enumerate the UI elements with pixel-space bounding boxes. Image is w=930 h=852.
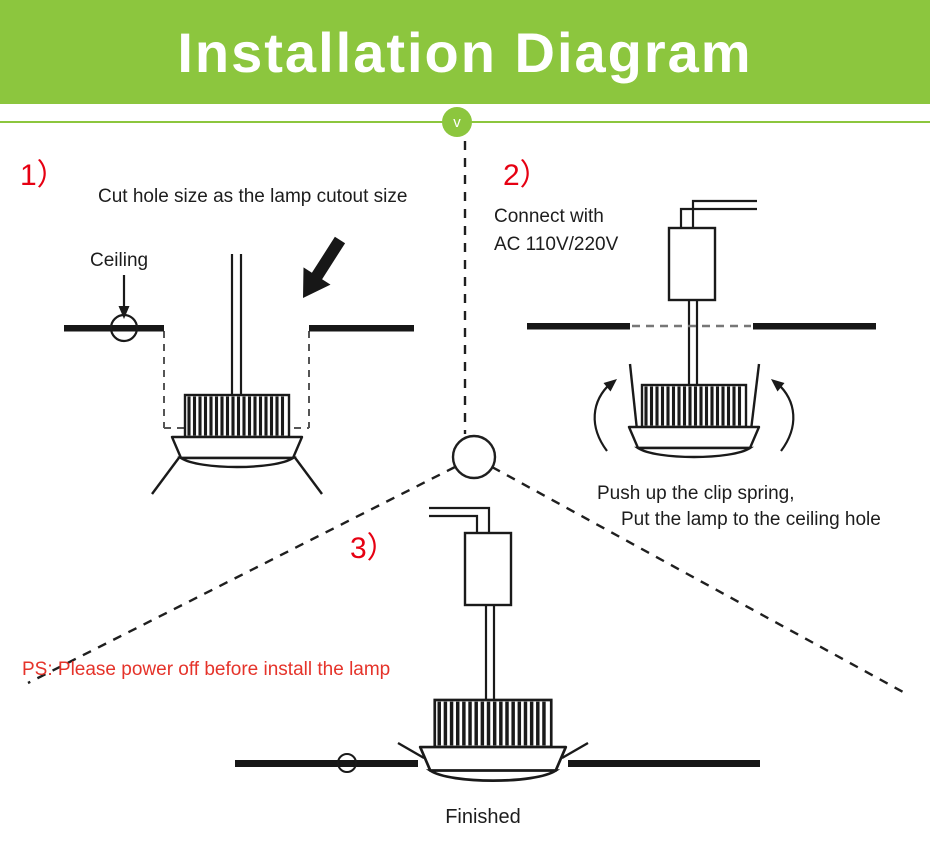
step1-number: 1）	[20, 159, 67, 192]
cut-direction-arrow-icon	[303, 236, 346, 298]
step2-instruction-line1: Push up the clip spring,	[597, 483, 795, 504]
finished-label: Finished	[445, 806, 521, 828]
separator-left-dashed	[27, 465, 456, 685]
header-banner: Installation Diagram	[0, 0, 930, 104]
step1-ceiling-left	[64, 325, 164, 332]
junction-circle	[451, 434, 497, 480]
step1-ceiling-right	[309, 325, 414, 332]
step3-ac-wires	[429, 506, 491, 533]
ceiling-label: Ceiling	[90, 250, 149, 271]
step2-rotate-arrow-right-icon	[771, 379, 795, 452]
panel-separators	[27, 141, 904, 694]
page-title: Installation Diagram	[177, 20, 753, 84]
step2-caption-line2: AC 110V/220V	[494, 234, 619, 255]
step2-clip-springs	[628, 363, 761, 431]
step2-lamp-icon	[627, 383, 761, 459]
step1-power-wires	[230, 254, 243, 396]
power-off-warning: PS: Please power off before install the …	[22, 659, 391, 680]
step3-lamp-icon	[418, 698, 568, 783]
step3-ceiling-left	[235, 760, 418, 767]
step2-caption-line1: Connect with	[494, 206, 604, 227]
step2-rotate-arrow-left-icon	[593, 379, 617, 452]
step2-number: 2）	[503, 159, 550, 192]
step1-caption: Cut hole size as the lamp cutout size	[98, 186, 408, 207]
step3-clip-springs	[397, 741, 589, 760]
step2-caption: Connect with AC 110V/220V	[494, 203, 618, 259]
step3-driver-box	[463, 531, 513, 607]
divider-marker-label: v	[453, 113, 461, 131]
step2-down-wires	[687, 300, 699, 386]
step2-ceiling-left	[527, 323, 630, 330]
step3-ceiling-right	[568, 760, 760, 767]
step1-lamp-icon	[170, 393, 304, 469]
step2-ac-wires	[679, 199, 757, 228]
ceiling-pointer-arrow-icon	[118, 275, 130, 319]
step3-screw-hole-circle	[337, 753, 357, 773]
step1-clip-springs	[151, 454, 323, 495]
step2-instruction-line2: Put the lamp to the ceiling hole	[621, 509, 881, 530]
step2-diagram	[527, 199, 876, 459]
step1-diagram	[64, 236, 414, 495]
step3-diagram	[235, 506, 760, 783]
step3-number: 3）	[350, 532, 397, 565]
divider-marker: v	[442, 107, 472, 137]
step3-down-wires	[484, 605, 496, 702]
step2-ceiling-right	[753, 323, 876, 330]
step2-driver-box	[667, 226, 717, 302]
